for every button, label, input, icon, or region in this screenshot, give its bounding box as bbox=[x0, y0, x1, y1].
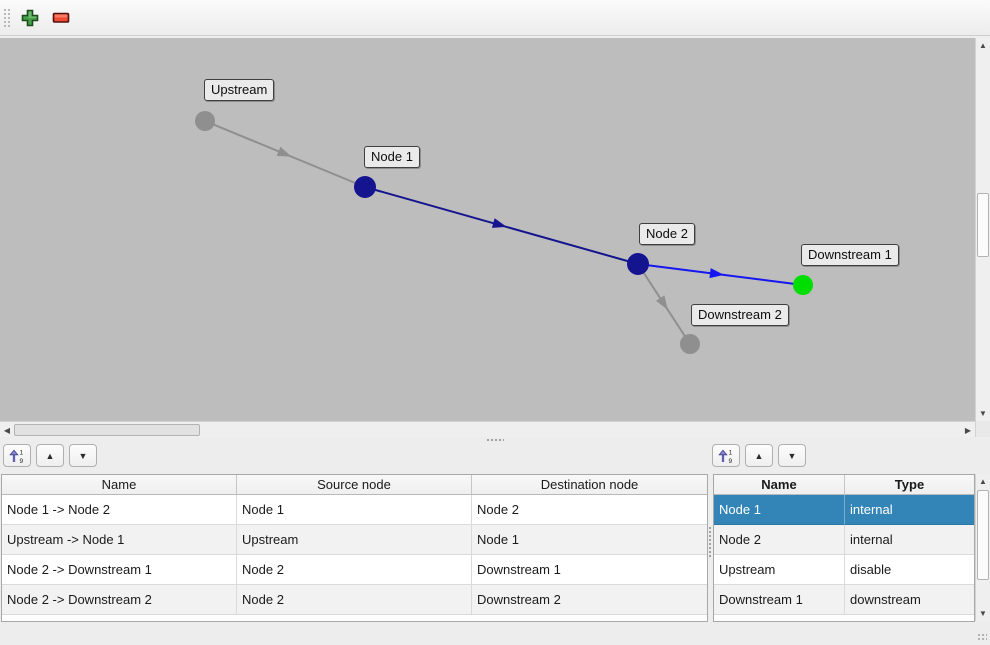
table-row[interactable]: Upstream -> Node 1 Upstream Node 1 bbox=[2, 525, 707, 555]
node-label-upstream[interactable]: Upstream bbox=[204, 79, 275, 101]
up-triangle-icon: ▲ bbox=[754, 450, 764, 461]
table-row[interactable]: Downstream 1 downstream bbox=[714, 585, 974, 615]
down-triangle-icon: ▼ bbox=[787, 450, 797, 461]
column-header-name[interactable]: Name bbox=[2, 475, 237, 495]
table-row[interactable]: Node 2 internal bbox=[714, 525, 974, 555]
cell-destination[interactable]: Downstream 1 bbox=[472, 555, 707, 585]
sort-ascending-icon: 1 9 bbox=[718, 449, 733, 464]
cell-type[interactable]: internal bbox=[845, 525, 974, 555]
nodes-sort-button[interactable]: 1 9 bbox=[712, 444, 740, 467]
scroll-right-button[interactable]: ▶ bbox=[961, 423, 975, 437]
arrowhead-node2-downstream2 bbox=[655, 295, 668, 310]
cell-name[interactable]: Node 1 bbox=[714, 495, 845, 525]
table-row[interactable]: Node 1 -> Node 2 Node 1 Node 2 bbox=[2, 495, 707, 525]
empty-row-area bbox=[2, 615, 707, 621]
canvas-vertical-scrollbar[interactable]: ▲ ▼ bbox=[975, 38, 990, 421]
cell-type[interactable]: internal bbox=[845, 495, 974, 525]
vertical-scroll-thumb[interactable] bbox=[977, 490, 989, 580]
scroll-down-button[interactable]: ▼ bbox=[976, 406, 990, 421]
arrowhead-upstream-node1 bbox=[276, 146, 292, 157]
cell-name[interactable]: Node 2 -> Downstream 1 bbox=[2, 555, 237, 585]
canvas-horizontal-scrollbar[interactable]: ◀ ▶ bbox=[0, 421, 975, 437]
horizontal-splitter-handle[interactable] bbox=[486, 438, 504, 442]
cell-type[interactable]: disable bbox=[845, 555, 974, 585]
cell-type[interactable]: downstream bbox=[845, 585, 974, 615]
table-row[interactable]: Node 2 -> Downstream 1 Node 2 Downstream… bbox=[2, 555, 707, 585]
cell-source[interactable]: Node 2 bbox=[237, 585, 472, 615]
scroll-up-button[interactable]: ▲ bbox=[976, 474, 990, 489]
arrowhead-node2-downstream1 bbox=[709, 268, 724, 279]
column-header-source-node[interactable]: Source node bbox=[237, 475, 472, 495]
up-triangle-icon: ▲ bbox=[45, 450, 55, 461]
column-header-name[interactable]: Name bbox=[714, 475, 845, 495]
node-label-node2[interactable]: Node 2 bbox=[639, 223, 695, 245]
vertical-scroll-thumb[interactable] bbox=[977, 193, 989, 257]
table-row[interactable]: Node 2 -> Downstream 2 Node 2 Downstream… bbox=[2, 585, 707, 615]
column-header-type[interactable]: Type bbox=[845, 475, 974, 495]
cell-name[interactable]: Upstream bbox=[714, 555, 845, 585]
node-node1[interactable] bbox=[354, 176, 376, 198]
arrowhead-node1-node2 bbox=[491, 218, 507, 228]
node-node2[interactable] bbox=[627, 253, 649, 275]
edges-move-up-button[interactable]: ▲ bbox=[36, 444, 64, 467]
svg-text:9: 9 bbox=[20, 458, 24, 464]
cell-destination[interactable]: Downstream 2 bbox=[472, 585, 707, 615]
cell-name[interactable]: Upstream -> Node 1 bbox=[2, 525, 237, 555]
graph-canvas[interactable]: Upstream Node 1 Node 2 Downstream 1 Down… bbox=[0, 38, 975, 421]
scrollbar-corner bbox=[975, 421, 990, 437]
cell-name[interactable]: Node 2 -> Downstream 2 bbox=[2, 585, 237, 615]
window-resize-grip[interactable] bbox=[977, 633, 987, 642]
remove-button[interactable] bbox=[48, 6, 74, 30]
nodes-table: Name Type Node 1 internal Node 2 interna… bbox=[713, 474, 975, 622]
red-minus-icon bbox=[52, 12, 70, 23]
table-row-selected[interactable]: Node 1 internal bbox=[714, 495, 974, 525]
green-plus-icon bbox=[21, 9, 39, 27]
cell-name[interactable]: Node 2 bbox=[714, 525, 845, 555]
svg-text:1: 1 bbox=[20, 449, 24, 456]
edges-sort-button[interactable]: 1 9 bbox=[3, 444, 31, 467]
nodes-move-down-button[interactable]: ▼ bbox=[778, 444, 806, 467]
cell-source[interactable]: Node 1 bbox=[237, 495, 472, 525]
edges-move-down-button[interactable]: ▼ bbox=[69, 444, 97, 467]
edges-table-header: Name Source node Destination node bbox=[2, 475, 707, 495]
node-label-downstream2[interactable]: Downstream 2 bbox=[691, 304, 789, 326]
empty-row-area bbox=[714, 615, 974, 621]
nodes-table-scrollbar[interactable]: ▲ ▼ bbox=[975, 474, 990, 621]
column-header-destination-node[interactable]: Destination node bbox=[472, 475, 707, 495]
nodes-move-up-button[interactable]: ▲ bbox=[745, 444, 773, 467]
svg-text:1: 1 bbox=[729, 449, 733, 456]
graph-svg bbox=[195, 111, 813, 354]
node-downstream2[interactable] bbox=[680, 334, 700, 354]
main-toolbar bbox=[0, 0, 990, 36]
scroll-left-button[interactable]: ◀ bbox=[0, 423, 14, 437]
node-upstream[interactable] bbox=[195, 111, 215, 131]
cell-name[interactable]: Node 1 -> Node 2 bbox=[2, 495, 237, 525]
node-label-node1[interactable]: Node 1 bbox=[364, 146, 420, 168]
sort-ascending-icon: 1 9 bbox=[9, 449, 24, 464]
cell-source[interactable]: Node 2 bbox=[237, 555, 472, 585]
node-downstream1[interactable] bbox=[793, 275, 813, 295]
down-triangle-icon: ▼ bbox=[78, 450, 88, 461]
horizontal-scroll-thumb[interactable] bbox=[14, 424, 200, 436]
cell-destination[interactable]: Node 2 bbox=[472, 495, 707, 525]
scroll-down-button[interactable]: ▼ bbox=[976, 606, 990, 621]
cell-source[interactable]: Upstream bbox=[237, 525, 472, 555]
cell-destination[interactable]: Node 1 bbox=[472, 525, 707, 555]
vertical-splitter-handle[interactable] bbox=[708, 526, 712, 558]
add-button[interactable] bbox=[17, 6, 43, 30]
edges-table: Name Source node Destination node Node 1… bbox=[1, 474, 708, 622]
node-label-downstream1[interactable]: Downstream 1 bbox=[801, 244, 899, 266]
scroll-up-button[interactable]: ▲ bbox=[976, 38, 990, 53]
svg-text:9: 9 bbox=[729, 458, 733, 464]
cell-name[interactable]: Downstream 1 bbox=[714, 585, 845, 615]
table-row[interactable]: Upstream disable bbox=[714, 555, 974, 585]
nodes-table-header: Name Type bbox=[714, 475, 974, 495]
toolbar-drag-handle[interactable] bbox=[3, 8, 11, 29]
